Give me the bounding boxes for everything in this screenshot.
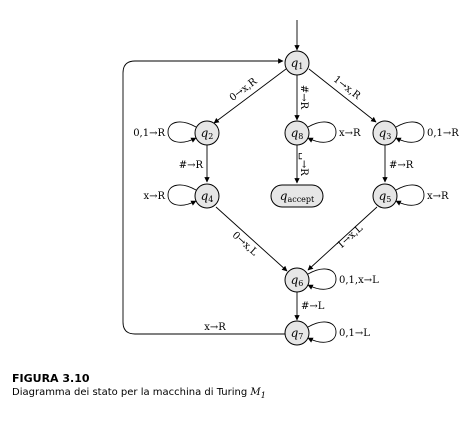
label-q2-q4: #→R bbox=[179, 160, 204, 171]
svg-text:q4: q4 bbox=[201, 189, 214, 204]
label-q3-q5: #→R bbox=[389, 160, 414, 171]
label-q8-loop: x→R bbox=[339, 128, 361, 139]
label-q2-loop: 0,1→R bbox=[133, 128, 165, 139]
machine-symbol: M1 bbox=[250, 387, 266, 400]
label-q4-loop: x→R bbox=[143, 191, 165, 202]
label-q1-q2: 0→x,R bbox=[228, 76, 260, 104]
svg-text:q1: q1 bbox=[291, 56, 304, 71]
label-q1-q3: 1→x,R bbox=[331, 74, 363, 102]
label-q6-q7: #→L bbox=[301, 301, 325, 312]
edge-q5-q6 bbox=[307, 206, 378, 271]
figure-caption: Diagramma dei stato per la macchina di T… bbox=[12, 387, 266, 400]
figure-caption-text: Diagramma dei stato per la macchina di T… bbox=[12, 387, 251, 398]
loop-q4 bbox=[167, 184, 197, 206]
svg-text:q2: q2 bbox=[201, 126, 214, 141]
svg-text:q7: q7 bbox=[291, 326, 304, 341]
edge-q4-q6 bbox=[215, 206, 288, 272]
state-q5: q5 bbox=[372, 183, 398, 209]
svg-text:q5: q5 bbox=[379, 189, 392, 204]
figure-title: FIGURA 3.10 bbox=[12, 372, 90, 385]
svg-text:q6: q6 bbox=[291, 273, 304, 288]
state-q2: q2 bbox=[194, 120, 220, 146]
edge-q7-q1 bbox=[122, 58, 285, 335]
state-q1: q1 bbox=[284, 50, 310, 76]
label-q6-loop: 0,1,x→L bbox=[339, 275, 379, 286]
loop-q3 bbox=[395, 121, 425, 143]
label-q1-q8: #→R bbox=[298, 85, 309, 110]
edge-q1-q2 bbox=[213, 68, 287, 124]
svg-text:q8: q8 bbox=[291, 126, 304, 141]
state-qaccept: qaccept bbox=[270, 184, 324, 208]
state-q7: q7 bbox=[284, 320, 310, 346]
label-q7-loop: 0,1→L bbox=[339, 328, 370, 339]
loop-q6 bbox=[307, 268, 337, 290]
label-q3-loop: 0,1→R bbox=[427, 128, 459, 139]
edge-q1-q3 bbox=[308, 68, 377, 123]
label-q4-q6: 0→x,L bbox=[230, 230, 260, 259]
label-q8-qaccept: ␣→R bbox=[298, 152, 309, 176]
label-q5-loop: x→R bbox=[427, 191, 449, 202]
label-q7-q1: x→R bbox=[204, 322, 226, 333]
svg-text:qaccept: qaccept bbox=[280, 189, 315, 204]
loop-q7 bbox=[307, 321, 337, 343]
state-q6: q6 bbox=[284, 267, 310, 293]
loop-q5 bbox=[395, 184, 425, 206]
svg-text:q3: q3 bbox=[379, 126, 392, 141]
loop-q2 bbox=[167, 121, 197, 143]
state-q4: q4 bbox=[194, 183, 220, 209]
state-q3: q3 bbox=[372, 120, 398, 146]
label-q5-q6: 1→x,L bbox=[335, 223, 365, 252]
loop-q8 bbox=[307, 121, 337, 143]
state-q8: q8 bbox=[284, 120, 310, 146]
